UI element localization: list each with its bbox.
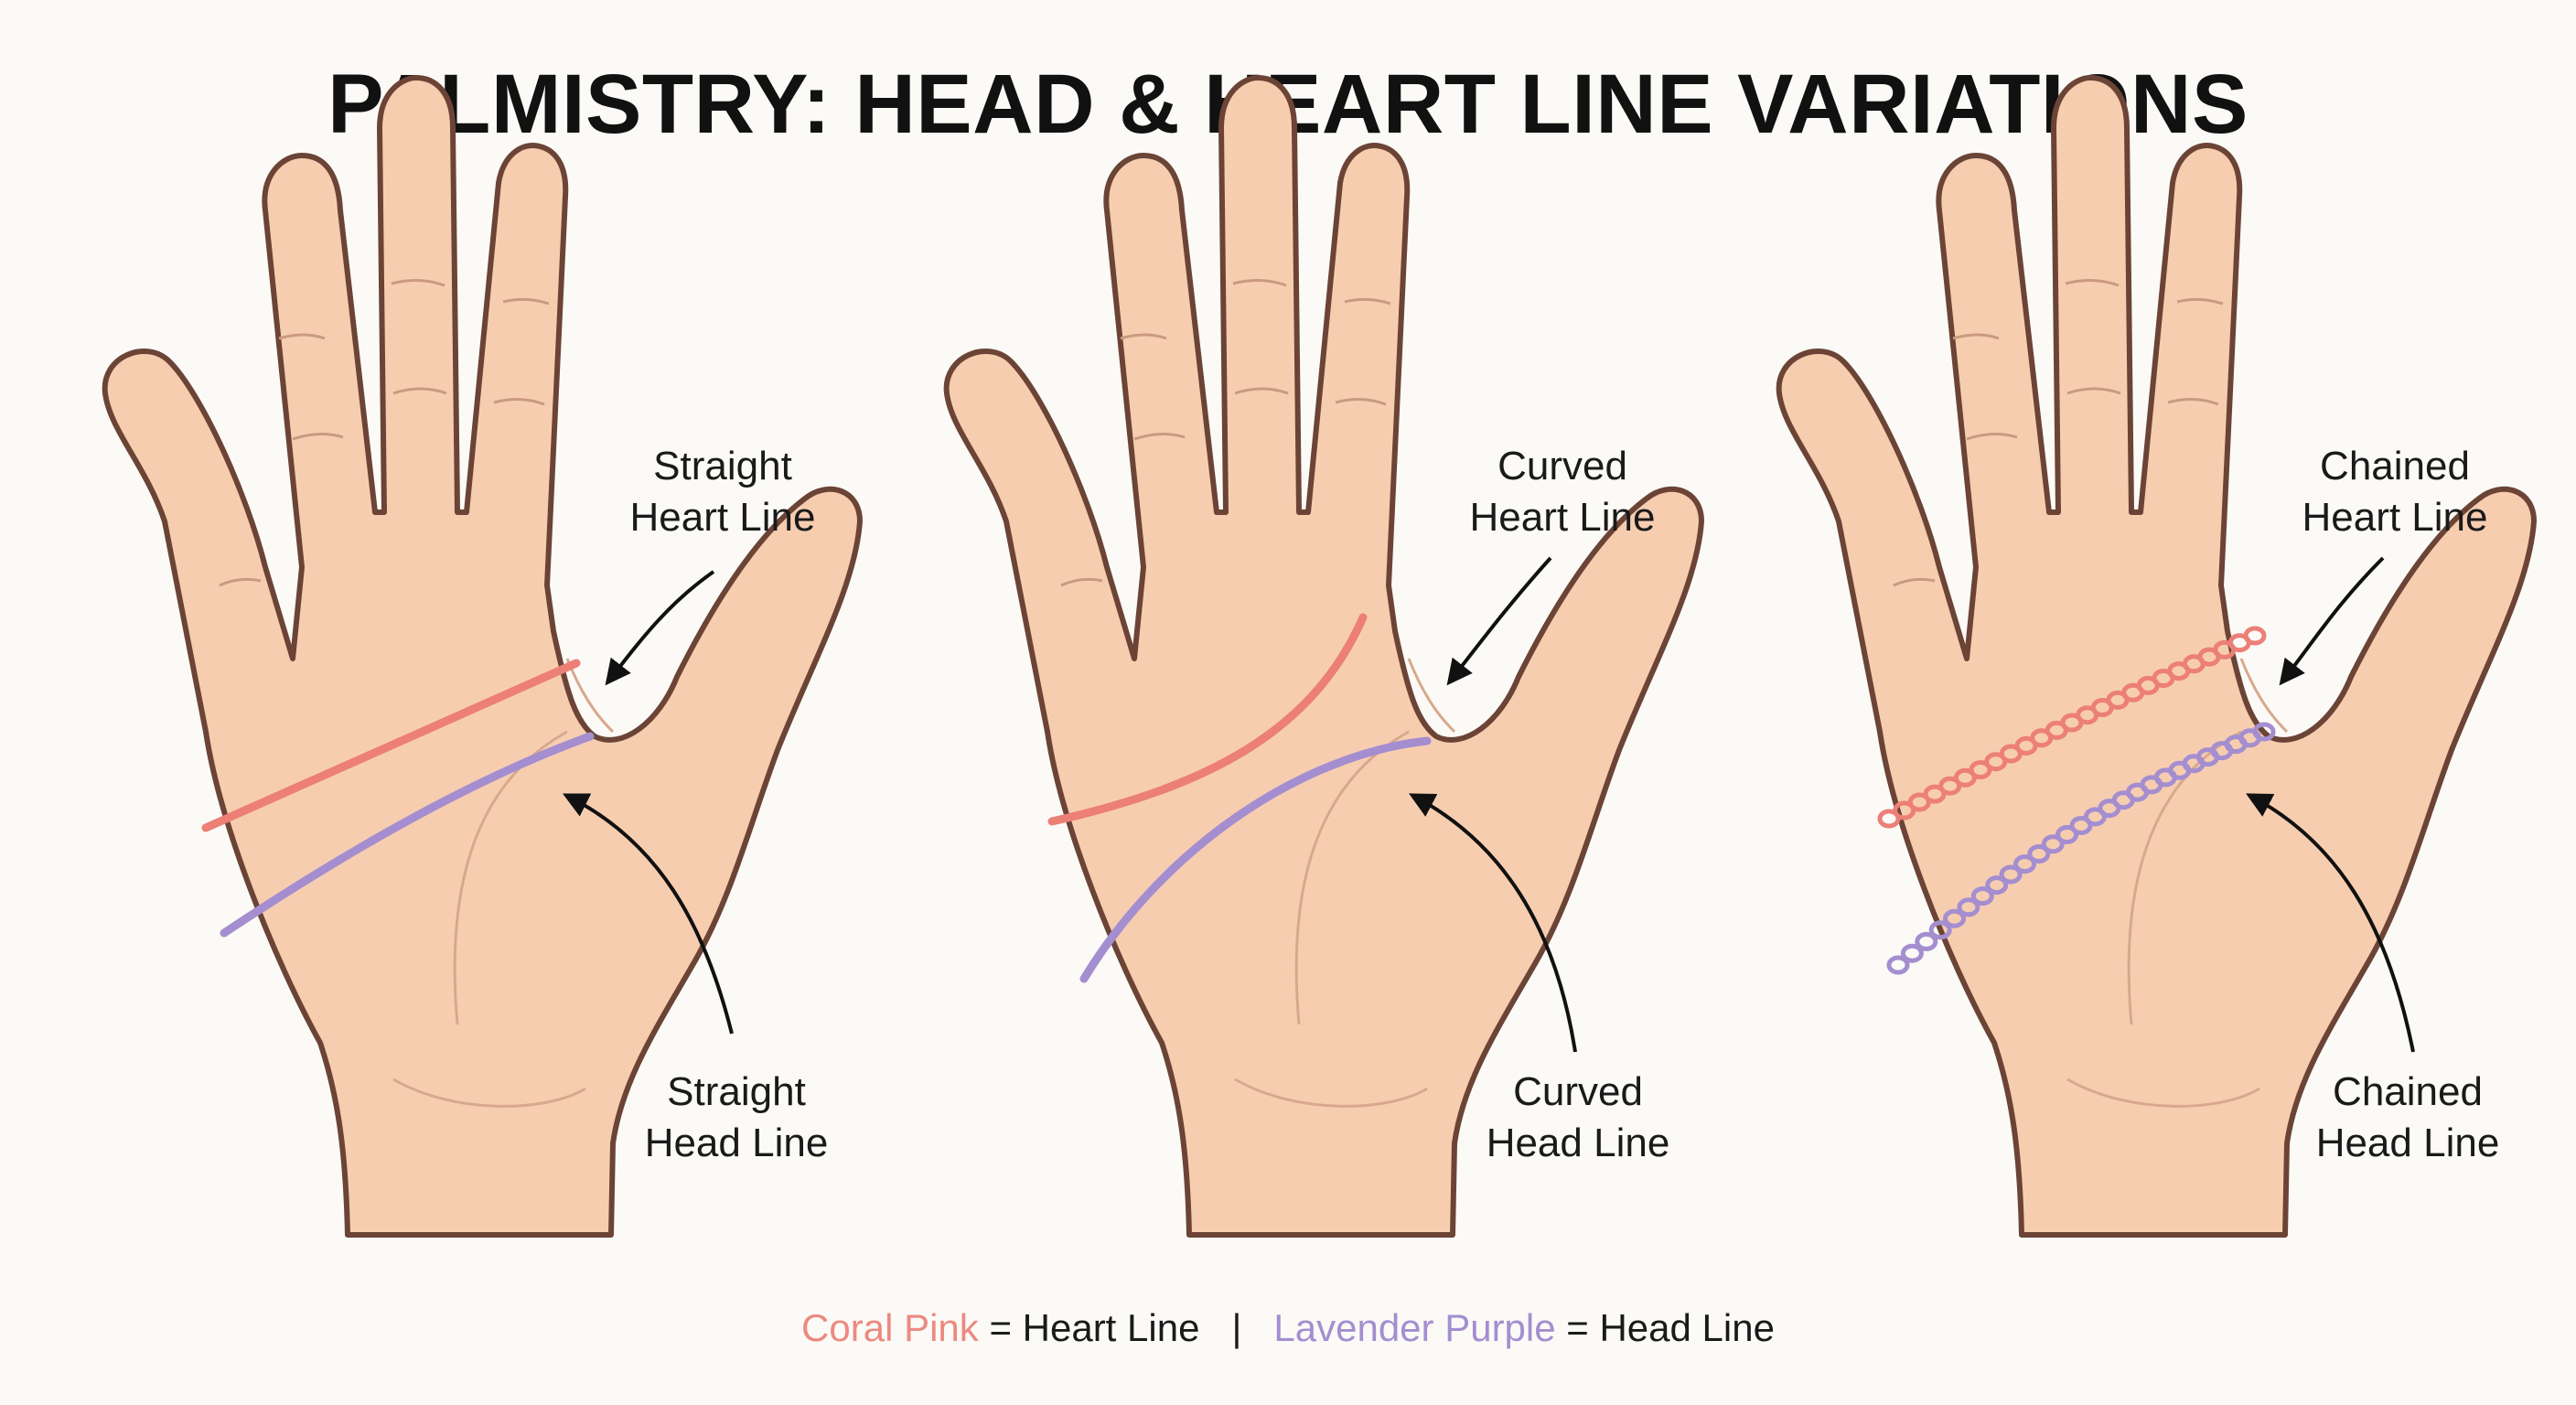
arrow-heart-curved (1446, 556, 1552, 686)
arrow-head-chained (2246, 793, 2415, 1053)
legend-head-text: = Head Line (1566, 1306, 1775, 1349)
heart-line-curved (1047, 613, 1368, 826)
legend: Coral Pink = Heart Line | Lavender Purpl… (0, 1306, 2576, 1350)
chain-head-link (2041, 834, 2065, 854)
chain-head-link (2013, 854, 2036, 874)
legend-head-color: Lavender Purple (1273, 1306, 1556, 1349)
chain-head-link (2055, 825, 2079, 844)
arrow-head-straight (562, 793, 734, 1035)
chain-head-link (1943, 908, 1966, 928)
chain-head-link (2027, 844, 2051, 863)
hand-panel-chained (1779, 78, 2534, 1235)
arrow-heart-chained (2279, 556, 2385, 686)
chain-head-link (1957, 897, 1980, 917)
arrow-head-curved (1409, 793, 1577, 1053)
chain-head-link (2252, 722, 2276, 742)
arrow-heart-straight (605, 570, 715, 686)
chain-heart-link (2243, 626, 2267, 646)
legend-separator: | (1231, 1306, 1242, 1349)
chain-heart-link (1877, 809, 1901, 829)
head-line-chained (1886, 722, 2276, 975)
heart-line-straight (201, 659, 581, 832)
hand-panel-straight (105, 78, 860, 1235)
chain-head-link (1900, 943, 1924, 963)
chain-head-link (1928, 920, 1952, 940)
head-line-straight (220, 732, 595, 938)
chain-head-link (1985, 875, 2009, 896)
chain-head-link (1886, 955, 1910, 975)
chain-head-link (1915, 931, 1938, 951)
chain-head-link (2069, 816, 2093, 835)
chain-head-link (1999, 864, 2023, 885)
heart-line-chained (1877, 626, 2267, 829)
head-line-curved (1079, 736, 1432, 983)
chain-heart-link (1907, 792, 1931, 812)
hand-panel-curved (947, 78, 1701, 1235)
chain-heart-link (1893, 800, 1916, 820)
legend-heart-color: Coral Pink (801, 1306, 979, 1349)
chain-heart-link (1923, 784, 1947, 804)
legend-heart-text: = Heart Line (989, 1306, 1200, 1349)
chain-head-link (1970, 886, 1994, 906)
